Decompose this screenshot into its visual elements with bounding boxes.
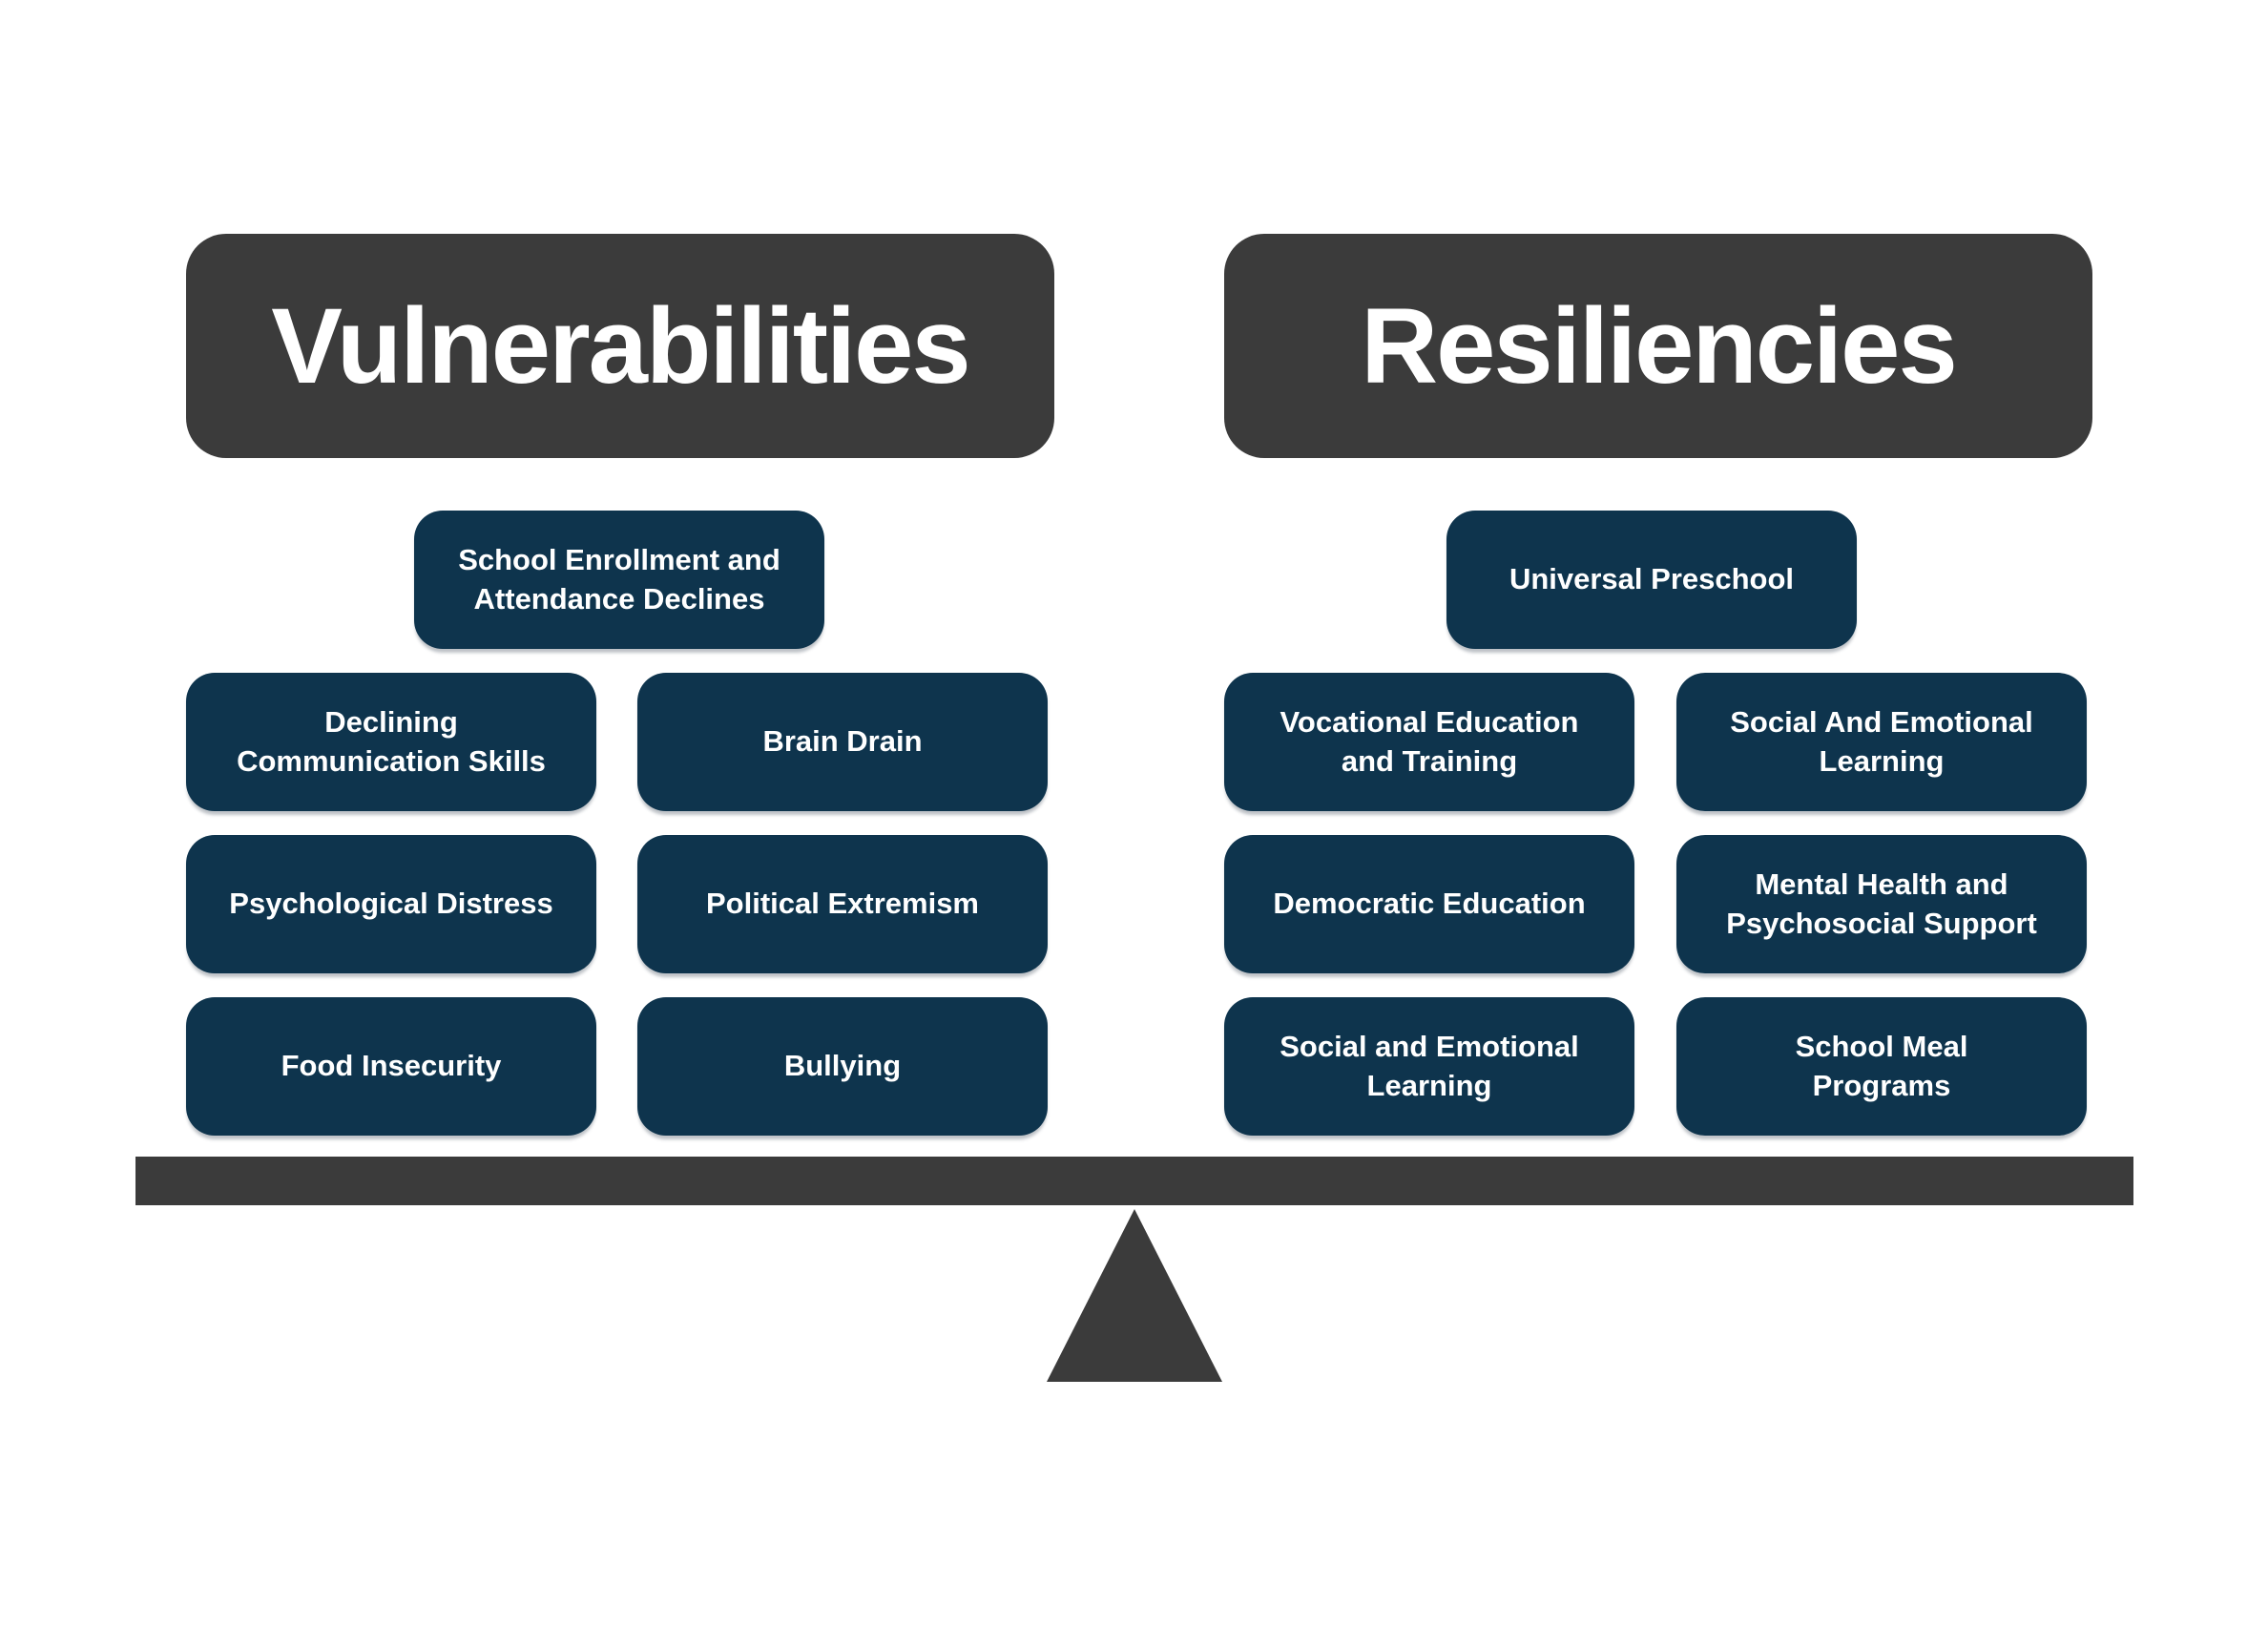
resiliency-item: Social And Emotional Learning [1676,673,2087,811]
vulnerability-item-label: Bullying [783,1049,902,1083]
resiliencies-title: Resiliencies [1361,286,1957,406]
resiliency-item-label: School Meal Programs [1795,1030,1968,1102]
vulnerability-item-label: Food Insecurity [281,1049,502,1083]
vulnerabilities-header: Vulnerabilities [186,234,1054,458]
resiliency-item-label: Social and Emotional Learning [1280,1030,1579,1102]
vulnerability-item-label: Psychological Distress [229,887,553,921]
resiliency-item: School Meal Programs [1676,997,2087,1136]
vulnerability-item-label: Declining Communication Skills [237,705,546,778]
vulnerability-item-label: Political Extremism [705,887,979,921]
resiliency-item: Mental Health and Psychosocial Support [1676,835,2087,973]
resiliency-item-label: Universal Preschool [1509,562,1795,596]
resiliencies-header: Resiliencies [1224,234,2092,458]
balance-beam [135,1157,2133,1205]
vulnerabilities-title: Vulnerabilities [271,286,970,406]
resiliency-item: Vocational Education and Training [1224,673,1634,811]
resiliency-item-label: Democratic Education [1273,887,1586,921]
vulnerability-item: Food Insecurity [186,997,596,1136]
vulnerability-item: School Enrollment and Attendance Decline… [414,511,824,649]
vulnerability-item-label: School Enrollment and Attendance Decline… [458,543,780,616]
resiliency-item: Universal Preschool [1446,511,1857,649]
resiliency-item-label: Mental Health and Psychosocial Support [1726,867,2037,940]
vulnerability-item: Political Extremism [637,835,1048,973]
resiliency-item: Democratic Education [1224,835,1634,973]
vulnerability-item: Psychological Distress [186,835,596,973]
resiliency-item-label: Social And Emotional Learning [1730,705,2033,778]
vulnerability-item: Bullying [637,997,1048,1136]
fulcrum-triangle-icon [1047,1209,1222,1382]
vulnerability-item: Declining Communication Skills [186,673,596,811]
vulnerability-item-label: Brain Drain [762,724,923,759]
resiliency-item-label: Vocational Education and Training [1280,705,1579,778]
resiliency-item: Social and Emotional Learning [1224,997,1634,1136]
vulnerability-item: Brain Drain [637,673,1048,811]
